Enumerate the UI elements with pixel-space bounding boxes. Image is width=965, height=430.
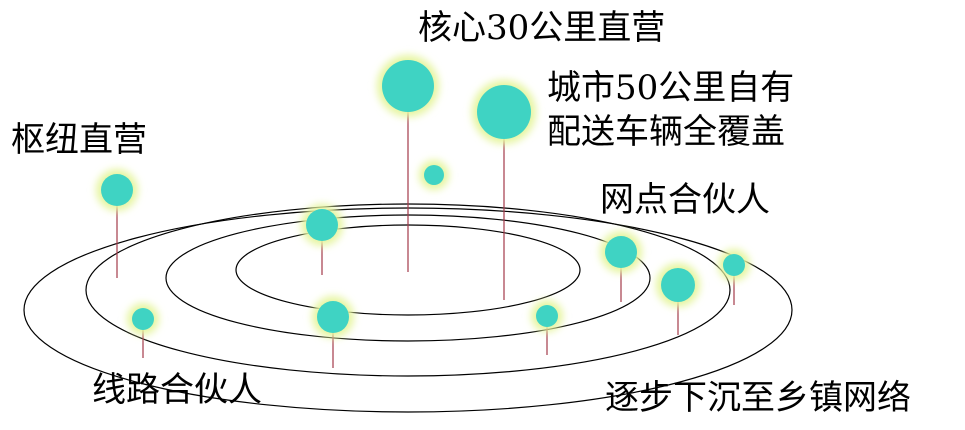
node-inner-left xyxy=(301,204,343,275)
node-core-dot xyxy=(382,60,434,112)
node-core xyxy=(377,55,439,272)
label-city-line1: 城市50公里自有 xyxy=(547,68,795,108)
node-route xyxy=(127,303,159,358)
node-small-top xyxy=(419,160,449,190)
node-right-1-dot xyxy=(661,268,695,302)
label-city-line2: 配送车辆全覆盖 xyxy=(547,112,785,152)
label-network: 网点合伙人 xyxy=(600,180,770,220)
label-town: 逐步下沉至乡镇网络 xyxy=(605,378,911,418)
node-hub xyxy=(96,169,138,278)
node-inner-left-dot xyxy=(306,209,338,241)
node-mid-bottom xyxy=(312,296,354,368)
label-core: 核心30公里直营 xyxy=(418,8,666,48)
node-city xyxy=(472,80,536,300)
node-right-2-dot xyxy=(723,254,745,276)
node-small-top-dot xyxy=(424,165,444,185)
node-right-low xyxy=(531,300,563,355)
node-mid-bottom-dot xyxy=(317,301,349,333)
node-city-dot xyxy=(477,85,531,139)
node-network-dot xyxy=(605,236,637,268)
node-network xyxy=(600,231,642,302)
node-hub-dot xyxy=(101,174,133,206)
node-right-1 xyxy=(656,263,700,335)
node-route-dot xyxy=(132,308,154,330)
node-right-2 xyxy=(718,249,750,305)
label-hub: 枢纽直营 xyxy=(11,120,147,160)
label-route: 线路合伙人 xyxy=(92,370,262,410)
node-right-low-dot xyxy=(536,305,558,327)
